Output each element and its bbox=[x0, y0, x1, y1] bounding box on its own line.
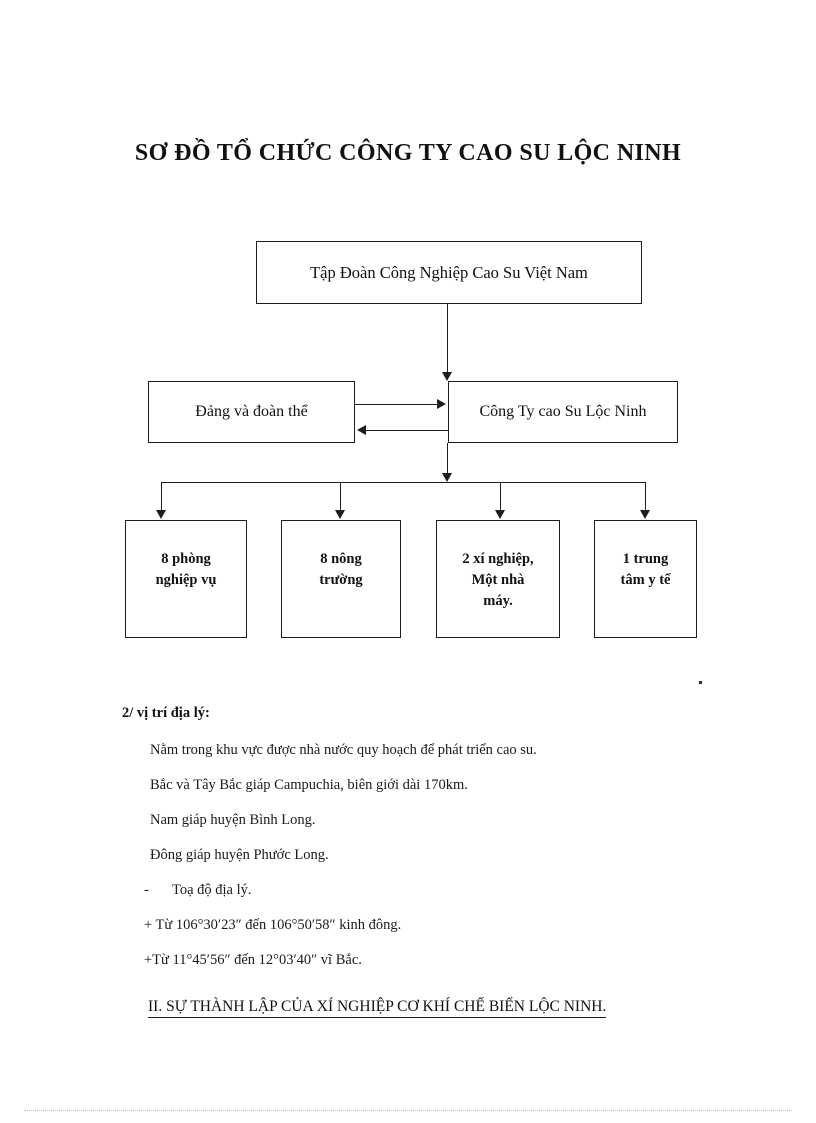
org-node-label-line-2: Một nhà bbox=[471, 572, 525, 589]
org-node-label-line-1: 8 nông bbox=[320, 551, 362, 567]
footer-divider bbox=[24, 1110, 792, 1112]
arrow-down-icon bbox=[640, 510, 650, 519]
arrow-down-icon bbox=[442, 372, 452, 381]
body-line-coordinate-latitude: +Từ 11°45′56″ đến 12°03′40″ vĩ Bắc. bbox=[144, 952, 362, 968]
arrow-down-icon bbox=[335, 510, 345, 519]
org-chart-diagram: Tập Đoàn Công Nghiệp Cao Su Việt Nam Đản… bbox=[125, 241, 697, 638]
arrow-down-icon bbox=[442, 473, 452, 482]
body-line-coordinate-longitude: + Từ 106°30′23″ đến 106°50′58″ kinh đông… bbox=[144, 917, 402, 933]
connector-company-to-bus bbox=[447, 443, 449, 475]
org-node-farms: 8 nông trường bbox=[281, 520, 401, 638]
connector-bus-horizontal bbox=[161, 482, 646, 484]
org-node-label: Công Ty cao Su Lộc Ninh bbox=[479, 403, 647, 421]
org-node-label: Đảng và đoàn thể bbox=[195, 403, 308, 421]
arrow-right-icon bbox=[437, 399, 446, 409]
section-heading-geography: 2/ vị trí địa lý: bbox=[122, 705, 210, 721]
org-node-enterprises-factory: 2 xí nghiệp, Một nhà máy. bbox=[436, 520, 560, 638]
arrow-down-icon bbox=[495, 510, 505, 519]
org-node-group-corporation: Tập Đoàn Công Nghiệp Cao Su Việt Nam bbox=[256, 241, 642, 304]
connector-company-to-party bbox=[366, 430, 448, 432]
org-node-label-line-1: 2 xí nghiệp, bbox=[462, 551, 534, 567]
body-line: Đông giáp huyện Phước Long. bbox=[150, 847, 329, 863]
body-line: Nằm trong khu vực được nhà nước quy hoạc… bbox=[150, 742, 537, 758]
body-line: Nam giáp huyện Bình Long. bbox=[150, 812, 316, 828]
body-line-bulleted: - Toạ độ địa lý. bbox=[122, 882, 722, 899]
org-node-label-line-2: tâm y tế bbox=[620, 572, 671, 589]
connector-drop-4 bbox=[645, 482, 647, 512]
org-node-label-line-2: nghiệp vụ bbox=[155, 572, 217, 589]
org-node-label-line-1: 8 phòng bbox=[161, 551, 211, 567]
connector-drop-3 bbox=[500, 482, 502, 512]
body-text-block: Nằm trong khu vực được nhà nước quy hoạc… bbox=[122, 742, 722, 987]
section-heading-establishment: II. SỰ THÀNH LẬP CỦA XÍ NGHIỆP CƠ KHÍ CH… bbox=[148, 998, 607, 1018]
org-node-departments: 8 phòng nghiệp vụ bbox=[125, 520, 247, 638]
connector-drop-2 bbox=[340, 482, 342, 512]
page-title: SƠ ĐỒ TỔ CHỨC CÔNG TY CAO SU LỘC NINH bbox=[134, 140, 682, 166]
org-node-company: Công Ty cao Su Lộc Ninh bbox=[448, 381, 678, 443]
org-node-party-and-unions: Đảng và đoàn thể bbox=[148, 381, 355, 443]
arrow-down-icon bbox=[156, 510, 166, 519]
org-node-label: Tập Đoàn Công Nghiệp Cao Su Việt Nam bbox=[310, 262, 588, 282]
connector-root-to-company bbox=[447, 304, 449, 374]
arrow-left-icon bbox=[357, 425, 366, 435]
org-node-medical-center: 1 trung tâm y tế bbox=[594, 520, 697, 638]
connector-party-to-company bbox=[355, 404, 439, 406]
org-node-label-line-2: trường bbox=[319, 572, 363, 589]
connector-drop-1 bbox=[161, 482, 163, 512]
org-node-label-line-1: 1 trung bbox=[622, 551, 669, 567]
stray-punctuation-mark bbox=[699, 681, 702, 684]
body-line: Bắc và Tây Bắc giáp Campuchia, biên giới… bbox=[150, 777, 468, 793]
org-node-label-line-3: máy. bbox=[483, 593, 513, 610]
dash-bullet-icon: - bbox=[144, 882, 149, 898]
body-line-text: Toạ độ địa lý. bbox=[172, 882, 252, 898]
